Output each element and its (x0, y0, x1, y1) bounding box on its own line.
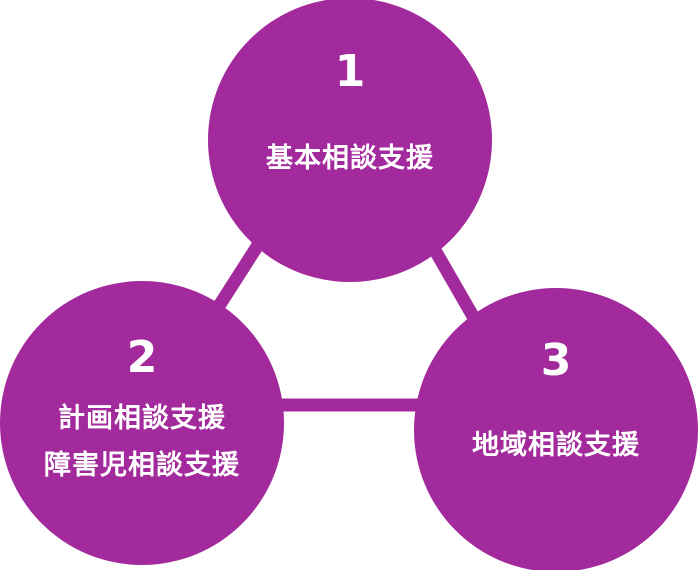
node-3-label-line-1: 地域相談支援 (472, 429, 640, 461)
node-1-number: 1 (335, 46, 366, 97)
node-1-label-line-1: 基本相談支援 (266, 142, 434, 174)
node-2-label-line-2: 障害児相談支援 (44, 449, 240, 481)
node-2-label-line-1: 計画相談支援 (58, 402, 226, 434)
node-2-number: 2 (127, 332, 158, 383)
node-3-number: 3 (541, 335, 572, 386)
node-3: 3 地域相談支援 (414, 288, 698, 570)
node-3-circle (414, 288, 698, 570)
node-1-circle (208, 0, 492, 282)
node-2: 2 計画相談支援 障害児相談支援 (0, 281, 284, 565)
node-1: 1 基本相談支援 (208, 0, 492, 282)
node-2-circle (0, 281, 284, 565)
connector-1-3 (426, 241, 484, 329)
